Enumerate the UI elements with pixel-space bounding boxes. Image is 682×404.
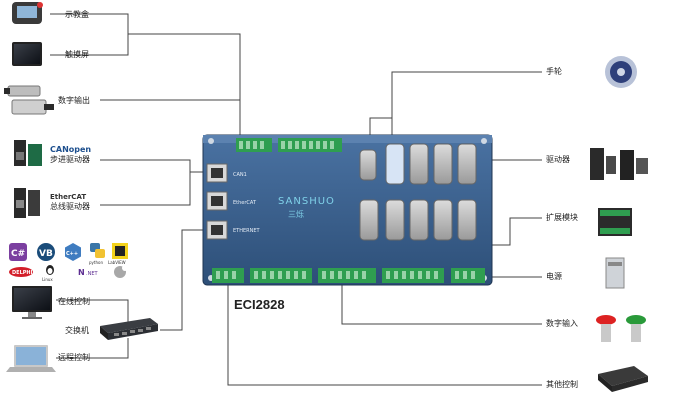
svg-text:.NET: .NET	[86, 271, 98, 277]
rs232-connector	[359, 149, 377, 181]
handwheel-connector	[385, 143, 405, 185]
teach-pendant-device	[12, 2, 43, 24]
mount-hole	[208, 138, 214, 144]
axis-connector	[433, 143, 453, 185]
push-button-device	[596, 315, 646, 342]
label-bus-driver: 总线驱动器	[50, 202, 90, 211]
mount-hole	[481, 138, 487, 144]
label-touch-screen: 触摸屏	[65, 50, 89, 59]
brand-logo: SANSHUO	[278, 196, 335, 207]
laptop-device	[6, 345, 56, 372]
stepper-driver-device	[14, 140, 42, 166]
touch-screen-device	[12, 42, 42, 66]
line-remote-control	[56, 338, 129, 359]
controller-model-label: ECI2828	[234, 297, 285, 312]
axis-connector	[359, 199, 379, 241]
brand-logo-cn: 三烁	[288, 209, 304, 219]
svg-text:C++: C++	[66, 251, 78, 257]
label-stepper-driver: 步进驱动器	[50, 155, 90, 164]
svg-text:VB: VB	[39, 249, 53, 259]
db-connectors-lower	[359, 199, 477, 241]
label-teach-pendant: 示教盒	[65, 10, 89, 19]
label-other-control: 其他控制	[546, 380, 578, 389]
port-label-can: CAN1	[233, 172, 247, 178]
handwheel-device	[605, 56, 637, 88]
monitor-device	[12, 286, 52, 319]
axis-connector	[385, 199, 405, 241]
label-online-control: 在线控制	[58, 297, 90, 306]
dotnet-logo: N .NET	[78, 268, 98, 277]
label-expansion-module: 扩展模块	[546, 213, 578, 222]
line-teach-pendant	[50, 13, 129, 56]
label-remote-control: 远程控制	[58, 353, 90, 362]
axis-connector	[457, 143, 477, 185]
apple-logo	[114, 265, 128, 278]
svg-text:python: python	[89, 260, 103, 265]
label-digital-output: 数字输出	[58, 96, 90, 105]
port-label-ethernet: ETHERNET	[233, 228, 261, 234]
cplusplus-logo: C++	[65, 243, 81, 261]
rj45-ports: CAN1 EtherCAT ETHERNET	[206, 163, 261, 240]
bus-driver-device	[14, 188, 40, 218]
db-connectors-upper	[359, 143, 477, 185]
svg-text:LabVIEW: LabVIEW	[108, 260, 126, 265]
line-digital-input	[341, 283, 542, 325]
top-terminal-blocks	[236, 138, 342, 152]
axis-connector	[409, 143, 429, 185]
svg-text:DELPHI: DELPHI	[12, 270, 33, 276]
connection-lines	[50, 13, 542, 386]
digital-output-device	[4, 85, 54, 115]
label-driver: 驱动器	[546, 155, 570, 164]
programming-logos: C# VB C++ python LabVIEW DELPHI Linux	[9, 243, 128, 282]
python-logo: python	[89, 243, 105, 265]
axis-connector	[409, 199, 429, 241]
svg-text:C#: C#	[11, 249, 25, 259]
line-switch-to-ethernet	[160, 229, 212, 331]
vb-logo: VB	[37, 243, 55, 261]
power-supply-device	[605, 257, 625, 289]
ethercat-logo: EtherCAT	[50, 193, 86, 201]
line-online-control	[56, 299, 129, 322]
board-top-rail	[203, 135, 492, 143]
label-power: 电源	[546, 272, 562, 281]
port-label-ethercat: EtherCAT	[233, 200, 257, 206]
other-control-device	[598, 366, 648, 392]
svg-text:N: N	[78, 268, 85, 277]
label-digital-input: 数字输入	[546, 319, 578, 328]
label-switch: 交换机	[65, 326, 89, 335]
line-other-control	[227, 283, 542, 386]
expansion-module-device	[598, 208, 632, 236]
bottom-terminal-blocks	[212, 268, 485, 283]
label-handwheel: 手轮	[546, 67, 562, 76]
controller-board: CAN1 EtherCAT ETHERNET SANSHUO 三烁	[202, 134, 493, 286]
linux-logo: Linux	[42, 265, 54, 282]
csharp-logo: C#	[9, 243, 27, 261]
network-switch-device	[100, 318, 158, 340]
axis-connector	[457, 199, 477, 241]
line-handwheel	[391, 71, 542, 140]
canopen-logo: CANopen	[50, 145, 91, 154]
axis-connector	[433, 199, 453, 241]
terminal-block	[451, 268, 485, 283]
labview-logo: LabVIEW	[108, 243, 128, 265]
line-teach-pendant-to-board	[128, 33, 241, 140]
line-field-drivers	[100, 159, 191, 206]
servo-driver-device	[590, 148, 648, 180]
delphi-logo: DELPHI	[9, 267, 33, 277]
svg-text:Linux: Linux	[42, 277, 53, 282]
